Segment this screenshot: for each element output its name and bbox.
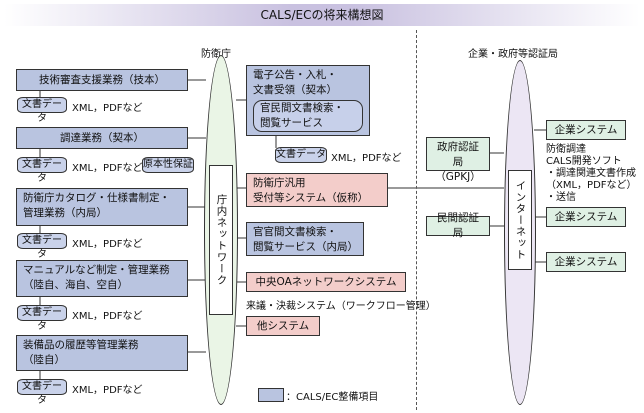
bouei-label: 防衛庁	[201, 49, 231, 60]
internal-network-box: 庁内ネットワーク	[209, 165, 233, 315]
legend-swatch	[258, 388, 284, 402]
gov-search-text-2: 閲覧サービス（内局）	[253, 241, 358, 253]
enterprise-desc-3: ・調達関連文書作成	[546, 168, 636, 179]
receive-text-2: 受付等システム（仮称）	[253, 192, 369, 204]
middle-xml: XML，PDFなど	[331, 153, 402, 164]
diagram-title: CALS/ECの将来構想図	[4, 4, 640, 26]
enterprise-system-1: 企業システム	[546, 120, 626, 140]
internet-label: インターネット	[514, 179, 527, 261]
search-sub-text-1: 官民間文書検索・	[260, 102, 344, 114]
internal-network-label: 庁内ネットワーク	[215, 194, 228, 286]
other-system-box: 他システム	[246, 316, 320, 336]
enterprise-description: 防衛調達 CALS開発ソフト ・調達関連文書作成 （XML，PDFなど） ・送信	[546, 144, 637, 204]
search-sub-text-2: 閲覧サービス	[260, 117, 323, 129]
gpki-box: 政府認証局 （GPKJ）	[426, 137, 490, 183]
manual-box: マニュアルなど制定・管理業務 （陸自、海自、空自）	[16, 260, 188, 297]
enterprise-1-text: 企業システム	[554, 123, 618, 136]
gpki-text-2: （GPKJ）	[435, 171, 481, 183]
middle-db: 文書データ	[275, 147, 327, 163]
left-xml-4: XML，PDFなど	[72, 311, 143, 322]
left-db-3: 文書データ	[17, 233, 67, 260]
genpon-db: 原本性保証	[142, 157, 194, 173]
equipment-text-1: 装備品の履歴等管理業務	[23, 339, 139, 351]
e-bid-box: 電子公告・入札・ 文書受領（契本） 官民間文書検索・ 閲覧サービス	[246, 65, 370, 136]
other-system-text: 他システム	[256, 319, 310, 332]
left-db-2: 文書データ	[17, 157, 67, 184]
e-bid-text-1: 電子公告・入札・	[253, 69, 337, 81]
catalog-text-2: 管理業務（内局）	[23, 207, 107, 219]
left-db-1: 文書データ	[17, 97, 67, 124]
procurement-text: 調達業務（契本）	[60, 131, 144, 144]
receive-system-box: 防衛庁汎用 受付等システム（仮称）	[246, 173, 388, 207]
left-xml-3: XML，PDFなど	[72, 239, 143, 250]
enterprise-3-text: 企業システム	[554, 255, 618, 268]
gov-search-text-1: 官官間文書検索・	[253, 226, 337, 238]
enterprise-system-2: 企業システム	[546, 207, 626, 227]
internet-box: インターネット	[508, 170, 532, 270]
enterprise-system-3: 企業システム	[546, 252, 626, 272]
e-bid-text-2: 文書受領（契本）	[253, 84, 337, 96]
procurement-box: 調達業務（契本）	[16, 127, 188, 149]
enterprise-desc-1: 防衛調達	[546, 144, 586, 155]
search-sub-box: 官民間文書検索・ 閲覧サービス	[253, 100, 363, 132]
enterprise-desc-2: CALS開発ソフト	[546, 156, 622, 167]
enterprise-desc-4: （XML，PDFなど）	[546, 180, 637, 191]
gpki-text-1: 政府認証局	[437, 141, 479, 168]
enterprise-desc-5: ・送信	[546, 192, 576, 203]
receive-text-1: 防衛庁汎用	[253, 177, 306, 189]
equipment-text-2: （陸自）	[23, 354, 65, 366]
left-db-5: 文書データ	[17, 379, 67, 406]
left-db-4: 文書データ	[17, 305, 67, 332]
section-divider	[416, 30, 417, 410]
catalog-text-1: 防衛庁カタログ・仕様書制定・	[23, 192, 170, 204]
tech-review-box: 技術審査支援業務（技本）	[16, 69, 188, 91]
central-oa-text: 中央OAネットワークシステム	[255, 275, 397, 288]
private-ca-text: 民間認証局	[437, 212, 479, 239]
central-oa-box: 中央OAネットワークシステム	[246, 272, 406, 292]
enterprise-2-text: 企業システム	[554, 210, 618, 223]
catalog-box: 防衛庁カタログ・仕様書制定・ 管理業務（内局）	[16, 188, 188, 226]
left-xml-2: XML，PDFなど	[72, 163, 143, 174]
tech-review-text: 技術審査支援業務（技本）	[39, 73, 165, 86]
left-xml-1: XML，PDFなど	[72, 103, 143, 114]
manual-text-1: マニュアルなど制定・管理業務	[23, 264, 170, 276]
left-xml-5: XML，PDFなど	[72, 385, 143, 396]
equipment-box: 装備品の履歴等管理業務 （陸自）	[16, 335, 188, 371]
private-ca-box: 民間認証局	[426, 212, 490, 239]
gov-search-box: 官官間文書検索・ 閲覧サービス（内局）	[246, 222, 364, 256]
legend-label: ：CALS/EC整備項目	[286, 392, 379, 403]
kigyo-header-label: 企業・政府等認証局	[468, 49, 558, 60]
workflow-note: 来議・決裁システム（ワークフロー管理）	[246, 301, 436, 312]
manual-text-2: （陸自、海自、空自）	[23, 279, 128, 291]
